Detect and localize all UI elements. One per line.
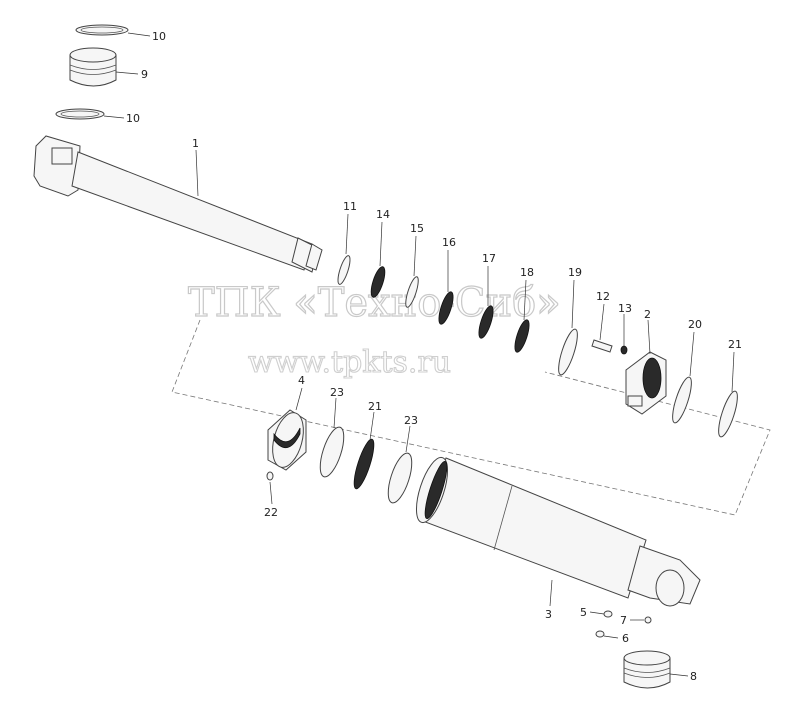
- seal-ring-17: [478, 305, 494, 339]
- callout-2: 2: [644, 308, 651, 321]
- cylinder-barrel-3: [415, 456, 701, 607]
- callout-20: 20: [688, 318, 702, 331]
- rod-eye-square-icon: [51, 147, 73, 165]
- watermark-website: www.tpkts.ru: [248, 345, 451, 380]
- seal-ring-21-right: [718, 390, 738, 438]
- seal-ring-10-top: [75, 24, 129, 36]
- piston-4: [267, 409, 307, 471]
- callout-10-top: 10: [152, 30, 166, 43]
- callout-17: 17: [482, 252, 496, 265]
- callout-21-right: 21: [728, 338, 742, 351]
- callout-15: 15: [410, 222, 424, 235]
- callout-23-right: 23: [404, 414, 418, 427]
- seal-ring-11: [337, 255, 351, 285]
- callout-4: 4: [298, 374, 305, 387]
- bushing-8: [623, 650, 671, 689]
- callout-14: 14: [376, 208, 390, 221]
- seal-ring-20: [672, 376, 692, 424]
- callout-12: 12: [596, 290, 610, 303]
- seal-ring-18: [514, 319, 530, 353]
- grease-fitting-5: [603, 610, 613, 618]
- callout-18: 18: [520, 266, 534, 279]
- callout-22: 22: [264, 506, 278, 519]
- pin-22: [266, 471, 274, 481]
- callout-16: 16: [442, 236, 456, 249]
- seal-ring-10-bottom: [55, 108, 105, 120]
- seal-ring-21-left: [353, 438, 375, 490]
- callout-23-left: 23: [330, 386, 344, 399]
- callout-7: 7: [620, 614, 627, 627]
- guide-ring-23-left: [319, 426, 345, 478]
- callout-19: 19: [568, 266, 582, 279]
- callout-21-left: 21: [368, 400, 382, 413]
- callout-8: 8: [690, 670, 697, 683]
- callout-10-bottom: 10: [126, 112, 140, 125]
- seal-ring-19: [558, 328, 578, 376]
- callout-6: 6: [622, 632, 629, 645]
- guide-ring-23-right: [387, 452, 413, 504]
- seal-ring-16: [438, 291, 454, 325]
- grease-fitting-6: [595, 630, 605, 638]
- callout-3: 3: [545, 608, 552, 621]
- leader-lines: [103, 32, 735, 677]
- callout-13: 13: [618, 302, 632, 315]
- callout-1: 1: [192, 137, 199, 150]
- bushing-9: [69, 47, 117, 87]
- seal-ring-15: [405, 276, 419, 308]
- callout-9: 9: [141, 68, 148, 81]
- callout-5: 5: [580, 606, 587, 619]
- grease-fitting-7: [644, 616, 652, 624]
- piston-rod-1: [33, 135, 323, 273]
- assembly-path-line: [171, 319, 771, 516]
- callout-11: 11: [343, 200, 357, 213]
- washer-13: [620, 345, 628, 355]
- seal-ring-14: [370, 266, 386, 298]
- bolt-12: [591, 339, 613, 353]
- gland-head-2: [625, 351, 667, 415]
